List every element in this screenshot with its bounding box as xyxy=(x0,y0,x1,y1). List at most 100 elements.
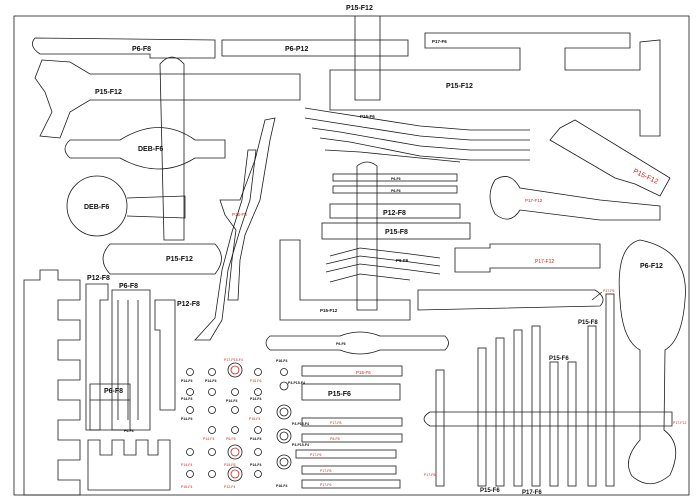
circle-black-13: P16-F4 xyxy=(276,484,288,488)
label-deb-lower: DEB-F6 xyxy=(84,204,109,211)
label-lower-p6: P6-F8 xyxy=(104,388,123,395)
label-slot-p6: P6-F6 xyxy=(336,342,346,346)
circle-red-6: P14-F4 xyxy=(181,463,193,467)
shape-small-bar-1 xyxy=(332,173,458,182)
strip-label-5: P17-F6 xyxy=(320,483,332,487)
label-tall-p15: P15-F8 xyxy=(578,320,598,326)
shape-center-vertical xyxy=(159,56,185,241)
label-bottom-p15: P15-F6 xyxy=(480,488,500,494)
circle-black-5: P14-F4 xyxy=(226,399,238,403)
label-waves-top: P16-F6 xyxy=(360,114,375,119)
label-diag-red: P15-F8 xyxy=(232,212,247,217)
shape-key-right xyxy=(154,299,176,411)
shape-left-comb xyxy=(23,269,81,496)
red-strips xyxy=(295,417,403,489)
shape-spoon xyxy=(618,239,686,485)
label-big-spoon: P6-F12 xyxy=(640,263,663,270)
label-lower-p15-red: P15-F6 xyxy=(356,370,371,375)
circle-red-7: P15-F6 xyxy=(224,463,236,467)
label-l-shape: P15-F12 xyxy=(320,308,338,313)
circle-red-2: P15-F6 xyxy=(250,379,262,383)
circle-black-2: P14-F4 xyxy=(205,379,217,383)
label-bottom-p17: P17-F6 xyxy=(522,490,542,496)
shape-small-bar-2 xyxy=(332,185,458,194)
vertical-bars xyxy=(435,293,615,487)
shape-top-mid-bar xyxy=(221,39,409,57)
circle-red-3: P15-F4 xyxy=(249,417,261,421)
circle-red-9: P12-F4 xyxy=(224,485,236,489)
label-small-bar-1: P6-F6 xyxy=(391,177,401,181)
shape-key-left xyxy=(85,283,109,431)
shape-red-mid-right xyxy=(454,243,601,273)
shape-bottom-comb xyxy=(87,439,171,491)
label-mid-p15: P15-F6 xyxy=(549,356,569,362)
shape-deb-lower-circle xyxy=(66,175,128,237)
shape-dogbone xyxy=(489,176,661,221)
label-top-center: P15-F12 xyxy=(346,5,373,12)
label-comb-small: P6-F8 xyxy=(124,429,134,433)
shape-top-left-bar xyxy=(32,37,216,59)
shape-bar-p15 xyxy=(321,222,471,240)
shape-lower-p6 xyxy=(89,383,131,431)
circle-black-4: P14-F4 xyxy=(181,397,193,401)
shape-diag-strip xyxy=(194,149,257,341)
shape-lower-p15-red xyxy=(301,365,403,377)
label-lower-p15: P15-F6 xyxy=(328,391,351,398)
shape-bar-p12 xyxy=(329,203,461,219)
strip-label-4: P17-F8 xyxy=(320,469,332,473)
shape-waves-top xyxy=(304,107,530,163)
label-key-p6: P6-F8 xyxy=(119,283,138,290)
shape-center-stem xyxy=(356,161,378,311)
shape-deb-lower-arm xyxy=(126,195,186,219)
shape-top-center-stem xyxy=(354,16,381,101)
label-left-wrench: P15-F12 xyxy=(95,89,122,96)
circle-red-5: P6-F6 xyxy=(226,437,236,441)
label-diag-right: P15-F12 xyxy=(632,168,659,186)
shape-tiny-red-stub xyxy=(591,291,603,301)
label-red-tiny-right: P17-F6 xyxy=(603,289,615,293)
shape-slot xyxy=(265,331,449,355)
shape-diag-red xyxy=(219,117,276,301)
shape-long-bar xyxy=(423,411,673,427)
shape-diag-right xyxy=(549,119,671,197)
circle-black-9: P14-F4 xyxy=(250,463,262,467)
label-right-hook: P15-F12 xyxy=(446,83,473,90)
label-bar-p15: P15-F8 xyxy=(385,229,408,236)
label-key-left: P12-F8 xyxy=(87,275,110,282)
circle-red-1: P17-P15-F4 xyxy=(224,358,243,362)
shape-left-p15 xyxy=(102,243,222,275)
label-red-left-low: P17-F6 xyxy=(424,473,436,477)
label-deb-upper: DEB-F6 xyxy=(138,146,163,153)
shape-right-hook xyxy=(329,32,661,137)
label-left-p15: P15-F12 xyxy=(166,256,193,263)
label-small-bar-2: P6-F6 xyxy=(391,189,401,193)
shape-waves-mid xyxy=(325,247,441,283)
shape-lower-p15 xyxy=(301,383,401,401)
strip-label-1: P17-F8 xyxy=(330,421,342,425)
label-top-right-small: P17-F6 xyxy=(432,39,447,44)
circle-red-8: P15-F4 xyxy=(181,485,193,489)
label-dogbone: P17-F12 xyxy=(525,198,543,203)
circle-black-11: P3-P15-F4 xyxy=(292,422,309,426)
label-top-mid-bar: P6-P12 xyxy=(285,46,308,53)
label-bar-p12: P12-F8 xyxy=(383,210,406,217)
shape-left-wrench xyxy=(34,59,301,139)
circle-black-1: P14-F4 xyxy=(181,379,193,383)
shape-deb-upper xyxy=(64,127,226,170)
circle-black-6: P14-F4 xyxy=(250,397,262,401)
circle-black-7: P14-F4 xyxy=(181,417,193,421)
circle-black-8: P14-F4 xyxy=(250,437,262,441)
circle-red-4: P14-F4 xyxy=(203,437,215,441)
label-red-mid-right: P17-F12 xyxy=(535,259,554,265)
label-top-left-bar: P6-F8 xyxy=(132,46,151,53)
label-key-right: P12-F8 xyxy=(177,301,200,308)
label-red-right-edge: P17-F12 xyxy=(673,421,686,425)
label-waves-mid: P6-F6 xyxy=(396,258,409,263)
circle-black-12: P3-P15-F4 xyxy=(292,443,309,447)
sheet-border xyxy=(13,15,690,496)
shape-l xyxy=(279,239,411,321)
shape-key-p6 xyxy=(111,289,151,431)
strip-label-3: P17-F6 xyxy=(310,453,322,457)
